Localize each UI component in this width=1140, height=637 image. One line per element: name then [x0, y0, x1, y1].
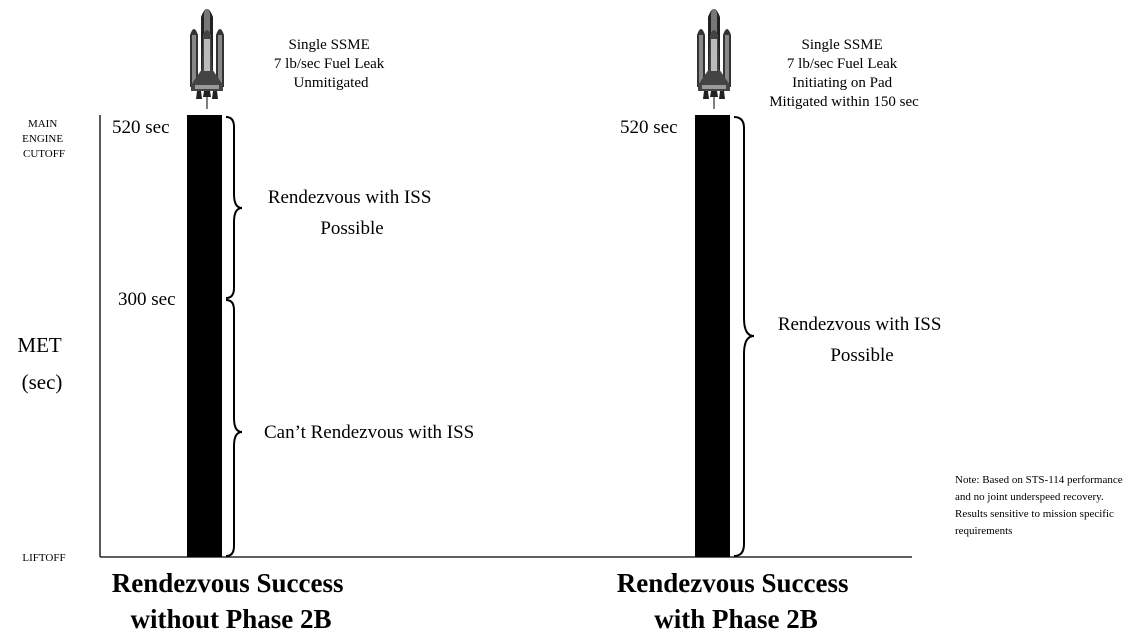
left-lower-text: Can’t Rendezvous with ISS: [264, 422, 474, 443]
left-upper-text: Rendezvous with ISS Possible: [268, 187, 436, 239]
shuttle-icon-left: [189, 8, 225, 110]
right-tick-520: 520 sec: [620, 117, 678, 138]
shuttle-icon-right: [696, 8, 732, 110]
note-text: Note: Based on STS-114 performance and n…: [955, 474, 1125, 537]
timeline-bar-left: [187, 115, 222, 557]
brace-upper-left: [225, 116, 243, 299]
left-tick-300: 300 sec: [118, 289, 176, 310]
right-text: Rendezvous with ISS Possible: [778, 314, 946, 366]
axis-top-label: MAIN ENGINE CUTOFF: [22, 118, 66, 160]
left-caption: Rendezvous Success without Phase 2B: [112, 568, 351, 634]
brace-right: [733, 116, 755, 557]
brace-lower-left: [225, 299, 243, 557]
axis-bottom-label: LIFTOFF: [22, 552, 65, 564]
right-caption: Rendezvous Success with Phase 2B: [617, 568, 856, 634]
right-header: Single SSME 7 lb/sec Fuel Leak Initiatin…: [769, 37, 919, 110]
left-tick-520: 520 sec: [112, 117, 170, 138]
left-header: Single SSME 7 lb/sec Fuel Leak Unmitigat…: [274, 37, 388, 91]
timeline-bar-right: [695, 115, 730, 557]
y-axis-label: MET (sec): [17, 333, 66, 394]
